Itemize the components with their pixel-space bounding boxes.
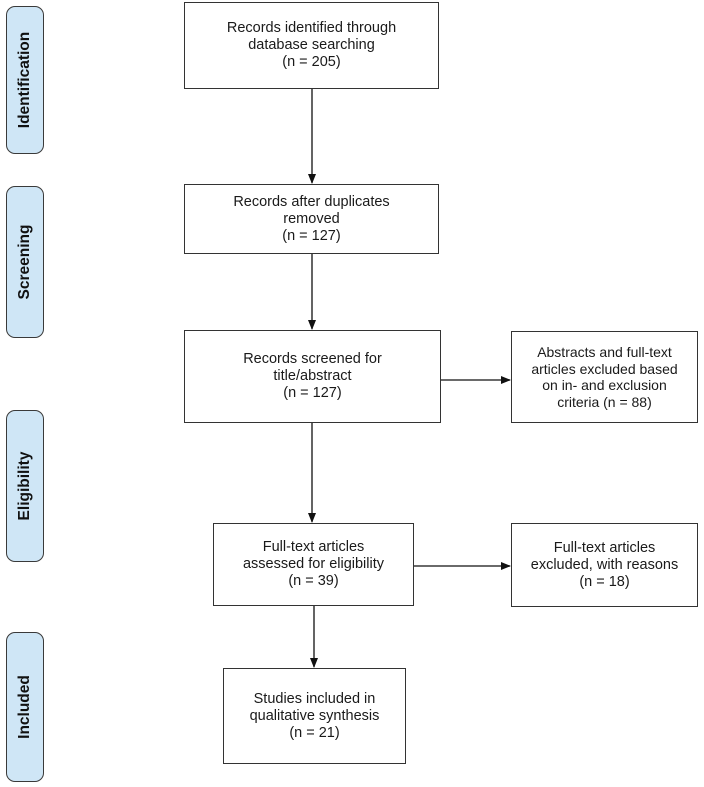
box-studies-included-line-1: Studies included in: [253, 690, 376, 707]
box-abstracts-excluded-line-3: on in- and exclusion: [542, 377, 667, 393]
box-fulltext-excluded-line-1: Full-text articles: [553, 539, 656, 556]
phase-screening: Screening: [6, 186, 44, 338]
box-fulltext-assessed-line-2: assessed for eligibility: [242, 556, 385, 572]
box-fulltext-assessed-line-3: (n = 39): [288, 573, 339, 589]
box-abstracts-excluded: Abstracts and full-text articles exclude…: [511, 331, 698, 423]
box-studies-included-line-2: qualitative synthesis: [249, 707, 380, 724]
box-studies-included: Studies included in qualitative synthesi…: [223, 668, 406, 764]
box-records-identified: Records identified through database sear…: [184, 2, 439, 89]
phase-included: Included: [6, 632, 44, 782]
box-fulltext-excluded: Full-text articles excluded, with reason…: [511, 523, 698, 607]
box-fulltext-assessed-line-1: Full-text articles: [262, 539, 365, 555]
box-abstracts-excluded-line-2: articles excluded based: [531, 360, 678, 377]
box-studies-included-line-3: (n = 21): [289, 724, 340, 741]
box-fulltext-excluded-line-3: (n = 18): [579, 573, 630, 590]
box-records-screened: Records screened for title/abstract (n =…: [184, 330, 441, 423]
box-records-identified-line-1: Records identified through: [226, 20, 397, 36]
box-records-screened-line-3: (n = 127): [283, 385, 342, 401]
box-records-screened-line-1: Records screened for: [243, 351, 382, 367]
box-records-deduplicated-line-3: (n = 127): [282, 227, 341, 244]
phase-eligibility: Eligibility: [6, 410, 44, 562]
box-records-deduplicated-line-2: removed: [283, 210, 340, 227]
box-abstracts-excluded-line-1: Abstracts and full-text: [537, 344, 672, 360]
box-records-screened-line-2: title/abstract: [273, 368, 352, 384]
box-abstracts-excluded-line-4: criteria (n = 88): [557, 393, 652, 410]
box-fulltext-assessed: Full-text articles assessed for eligibil…: [213, 523, 414, 606]
box-fulltext-excluded-line-2: excluded, with reasons: [530, 556, 679, 573]
box-records-deduplicated-line-1: Records after duplicates: [233, 193, 390, 210]
box-records-identified-line-2: database searching: [248, 37, 375, 53]
box-records-identified-line-3: (n = 205): [282, 54, 341, 70]
phase-identification: Identification: [6, 6, 44, 154]
box-records-deduplicated: Records after duplicates removed (n = 12…: [184, 184, 439, 254]
